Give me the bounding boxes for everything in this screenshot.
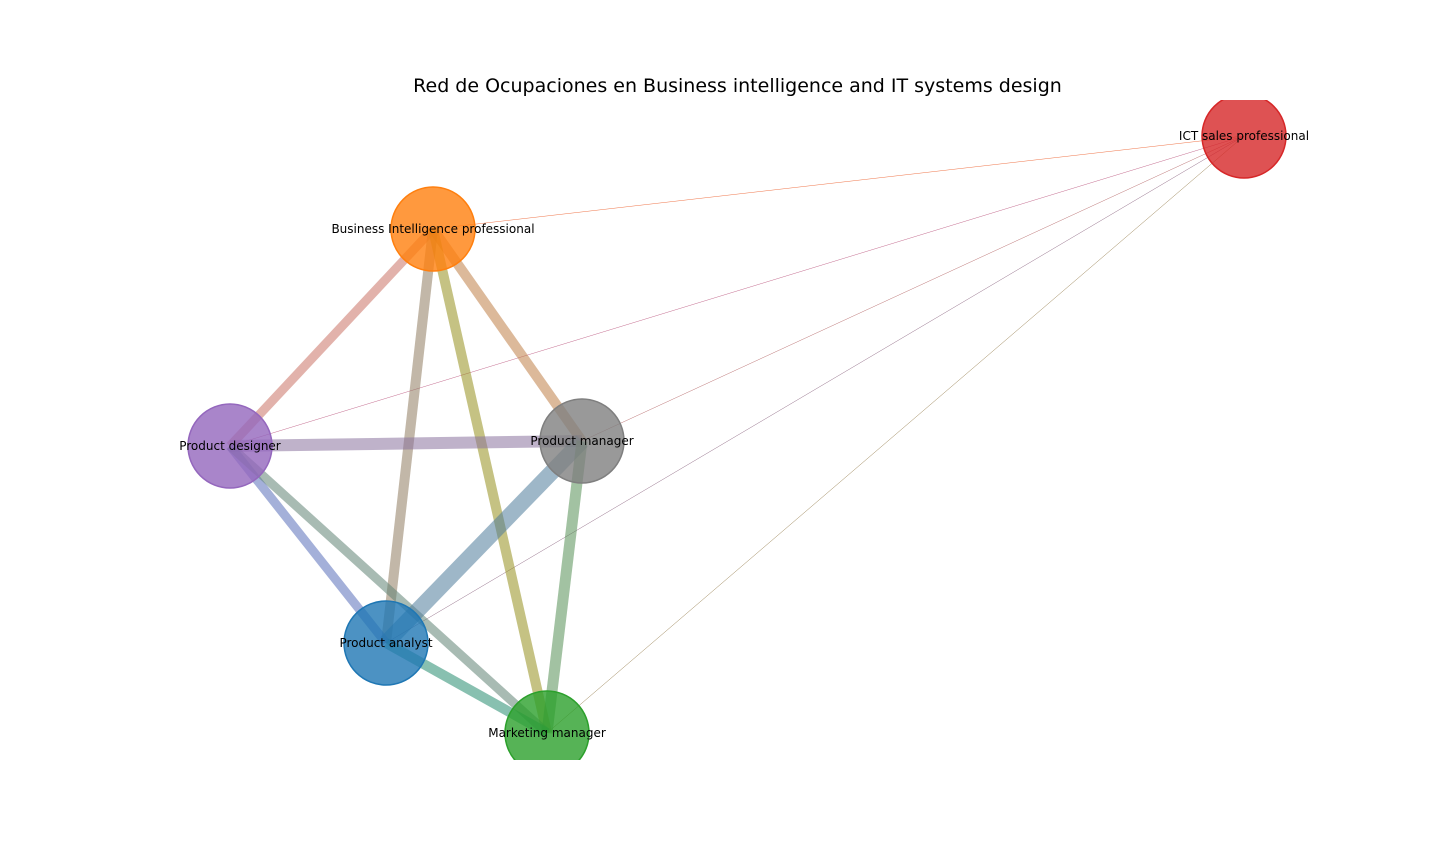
edge-bi-mm xyxy=(428,227,552,735)
node-label-bi: Business Intelligence professional xyxy=(331,222,534,236)
node-mm xyxy=(504,690,590,760)
edge-mm-ict xyxy=(546,135,1245,734)
edge-bi-pm xyxy=(428,226,587,444)
node-label-mm: Marketing manager xyxy=(488,726,606,740)
node-pa xyxy=(343,600,429,686)
node-label-pa: Product analyst xyxy=(339,636,432,650)
edge-pd-pm xyxy=(229,435,583,452)
edge-pa-ict xyxy=(385,135,1245,644)
node-label-pm: Product manager xyxy=(530,434,633,448)
node-layer xyxy=(187,100,1287,760)
edge-pd-mm xyxy=(226,442,551,737)
node-bi xyxy=(390,186,476,272)
chart-title: Red de Ocupaciones en Business intellige… xyxy=(413,75,1062,97)
node-label-pd: Product designer xyxy=(179,439,281,453)
edge-bi-ict xyxy=(432,135,1245,230)
node-label-ict: ICT sales professional xyxy=(1179,129,1309,143)
edge-pm-mm xyxy=(541,440,588,734)
node-ict xyxy=(1201,100,1287,179)
edge-pm-ict xyxy=(581,135,1245,442)
edge-pd-ict xyxy=(229,135,1245,447)
node-pd xyxy=(187,403,273,489)
edge-bi-pa xyxy=(381,228,438,644)
edge-bi-pd xyxy=(226,225,437,450)
edge-pm-pa xyxy=(380,435,588,649)
node-pm xyxy=(539,398,625,484)
